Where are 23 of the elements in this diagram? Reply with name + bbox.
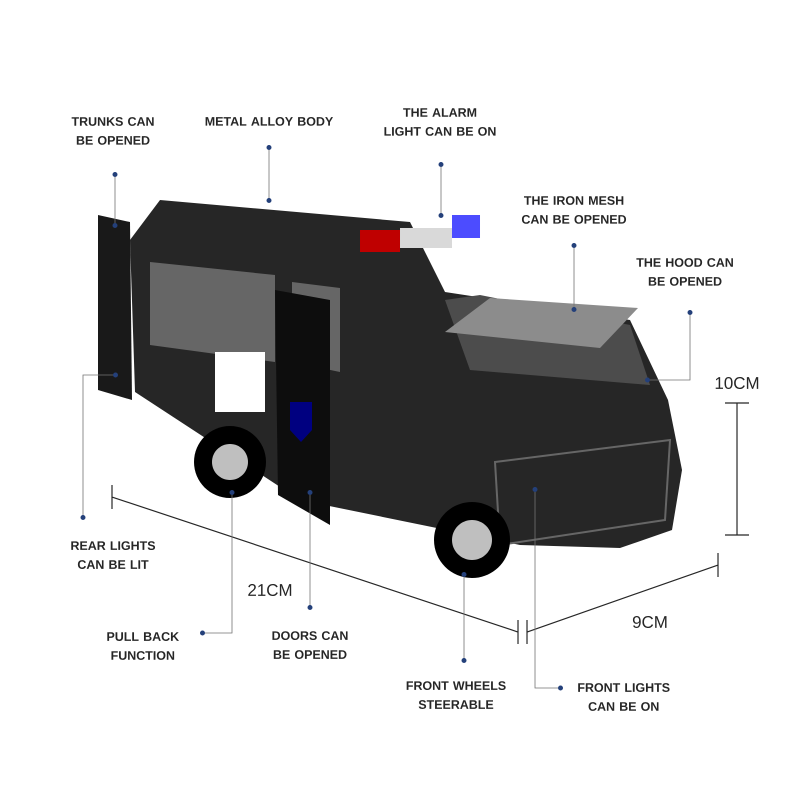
- callout-label: METAL ALLOY BODY: [206, 117, 334, 126]
- callout-label: DOORS CAN BE OPENED: [272, 631, 348, 659]
- callout-label: PULL BACK FUNCTION: [107, 632, 179, 660]
- leader-line: [572, 243, 576, 312]
- leader-line: [532, 487, 563, 690]
- callout-label: THE ALARM LIGHT CAN BE ON: [384, 108, 496, 136]
- callout-label: THE IRON MESH CAN BE OPENED: [522, 196, 626, 224]
- leader-line: [200, 490, 234, 636]
- leader-line: [438, 162, 444, 218]
- leader-line: [112, 172, 118, 228]
- leader-line: [266, 145, 272, 203]
- callout-label: FRONT LIGHTS CAN BE ON: [578, 683, 670, 711]
- callout-label: REAR LIGHTS CAN BE LIT: [71, 541, 156, 569]
- leader-line: [645, 310, 692, 382]
- dimension-label: 10CM: [716, 377, 758, 389]
- leader-line: [308, 490, 312, 610]
- callout-label: FRONT WHEELS STEERABLE: [406, 681, 506, 709]
- dimension-label: 9CM: [632, 616, 666, 628]
- callout-label: TRUNKS CAN BE OPENED: [72, 117, 154, 145]
- dimension-label: 21CM: [248, 584, 292, 596]
- leader-line: [80, 372, 118, 520]
- leader-line: [462, 572, 466, 663]
- callout-label: THE HOOD CAN BE OPENED: [636, 258, 733, 286]
